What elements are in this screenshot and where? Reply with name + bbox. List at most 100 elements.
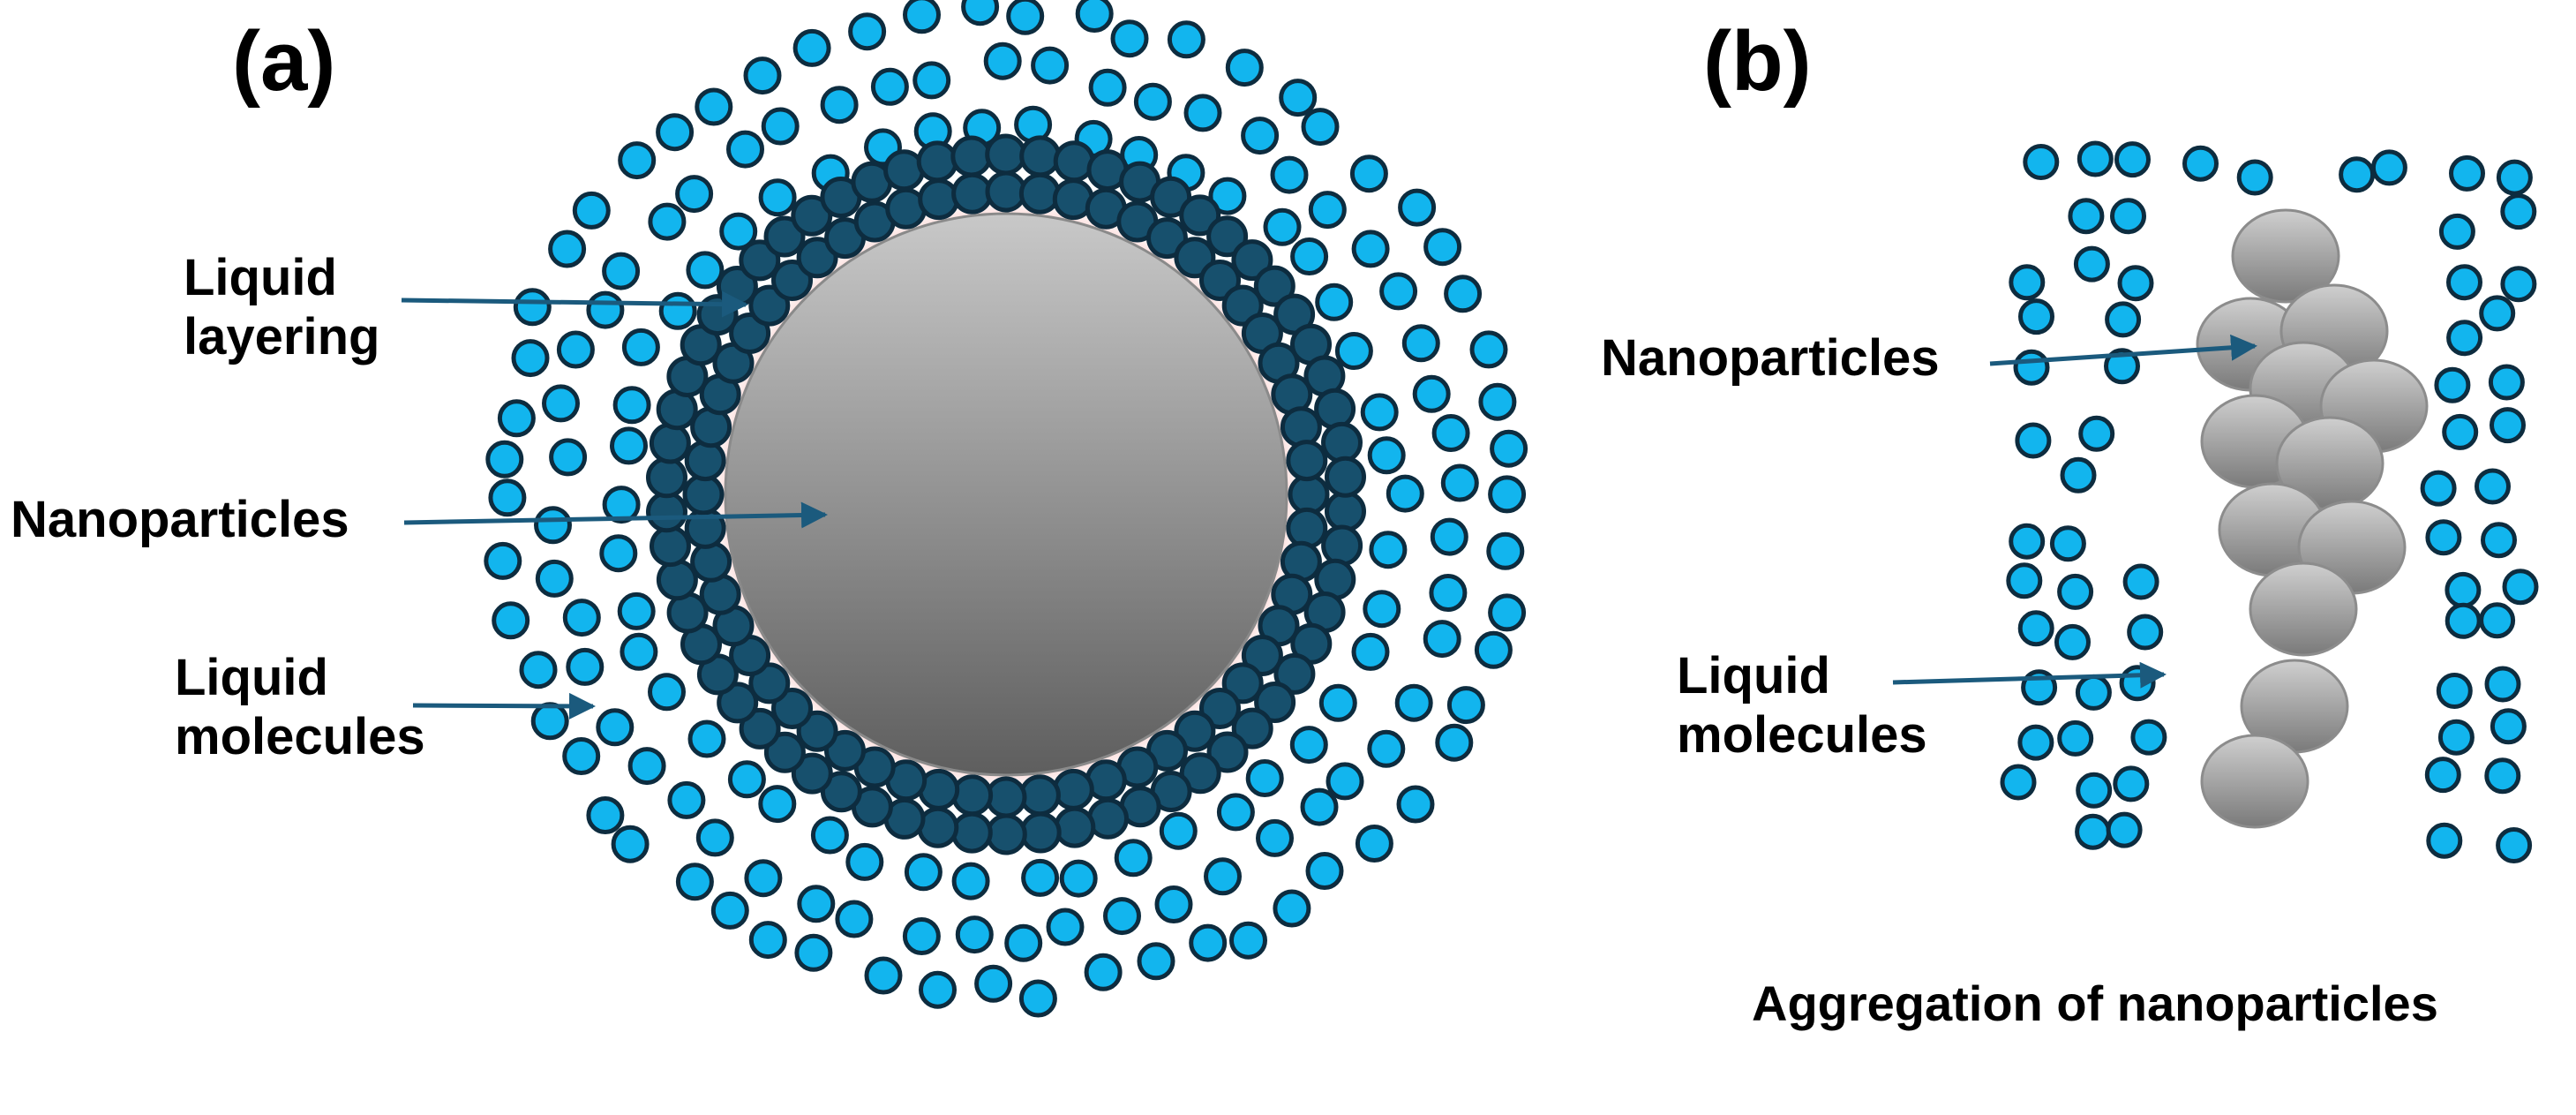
layer-molecule [1325, 490, 1366, 532]
liquid-molecule [1114, 839, 1153, 878]
liquid-molecule [1488, 593, 1527, 632]
liquid-molecule [1256, 818, 1294, 857]
liquid-molecule [1289, 726, 1328, 765]
liquid-molecule [919, 970, 957, 1009]
liquid-molecule [2017, 724, 2054, 761]
layer-molecule [791, 194, 833, 237]
layer-molecule [1087, 797, 1129, 840]
liquid-molecule [974, 964, 1013, 1003]
liquid-molecule [2018, 298, 2054, 335]
liquid-molecule [1263, 207, 1302, 246]
layer-molecule [1288, 473, 1330, 516]
liquid-molecule [2481, 522, 2517, 559]
liquid-molecule [1478, 382, 1517, 421]
layer-molecule [763, 731, 806, 773]
liquid-molecule [492, 601, 530, 640]
liquid-molecule [2049, 525, 2086, 562]
liquid-molecule [2015, 422, 2052, 459]
aggregation-caption: Aggregation of nanoparticles [1752, 976, 2438, 1031]
layer-molecule [1052, 768, 1094, 810]
liquid-molecule [1229, 921, 1267, 960]
liquid-molecule [695, 87, 733, 126]
layer-molecule [690, 540, 732, 583]
layer-molecule [791, 752, 833, 795]
layer-molecule [739, 707, 781, 750]
layer-molecule [748, 662, 791, 704]
liquid-molecule [2077, 140, 2114, 177]
layer-molecule [1221, 284, 1264, 327]
liquid-molecule [2106, 811, 2143, 848]
liquid-molecule [1431, 414, 1470, 452]
liquid-molecule [2105, 301, 2142, 338]
layer-molecule [1150, 176, 1192, 218]
liquid-molecule [675, 863, 714, 901]
liquid-molecule [519, 651, 558, 689]
liquid-molecule [758, 178, 797, 217]
layer-molecule [1018, 172, 1061, 215]
liquid-molecule [648, 202, 687, 241]
layer-molecule [1254, 682, 1296, 723]
liquid-molecule [687, 719, 726, 758]
liquid-molecule [2119, 665, 2156, 702]
layer-molecule [1280, 406, 1322, 448]
layer-molecule [771, 260, 813, 301]
liquid-molecule [548, 230, 587, 268]
liquid-molecule [835, 900, 874, 938]
liquid-molecule [2130, 719, 2167, 756]
liquid-molecule [1444, 275, 1483, 313]
liquid-molecule [1273, 889, 1311, 928]
liquid-molecule [667, 780, 706, 819]
arrow-liquid-molecules-b [1892, 661, 2167, 689]
liquid-molecule [2113, 765, 2150, 802]
liquid-molecule [1159, 811, 1198, 850]
liquid-molecule [820, 86, 859, 124]
liquid-molecule [562, 599, 601, 637]
liquid-molecule [2104, 348, 2140, 385]
liquid-molecule [1351, 632, 1390, 671]
liquid-molecule [1103, 897, 1141, 936]
layer-molecule [1054, 806, 1096, 848]
nanoparticle-small [2249, 561, 2358, 657]
liquid-molecule [602, 252, 641, 290]
layer-molecule [771, 688, 813, 729]
liquid-molecule [535, 559, 574, 598]
nanoparticle-large [724, 212, 1288, 777]
liquid-molecule [1326, 762, 1364, 801]
liquid-molecule [2436, 673, 2473, 709]
layer-molecule [682, 473, 725, 516]
liquid-molecule [848, 12, 887, 51]
nanoparticles-label-b: Nanoparticles [1601, 329, 1940, 387]
liquid-molecule [1367, 436, 1406, 475]
layer-molecule [951, 172, 994, 215]
liquid-molecule [1110, 19, 1149, 58]
panel-a-label: (a) [232, 14, 336, 109]
liquid-molecule [1059, 859, 1098, 898]
liquid-molecule [2075, 674, 2112, 711]
liquid-molecule [2075, 813, 2112, 850]
layer-molecule [1199, 260, 1241, 301]
liquid-molecule [562, 737, 601, 775]
liquid-molecule [599, 534, 638, 573]
liquid-molecule [1031, 46, 1070, 85]
liquid-molecule [2114, 141, 2151, 178]
layer-molecule [985, 133, 1027, 176]
liquid-molecule [1216, 793, 1255, 832]
liquid-molecule [1435, 723, 1474, 762]
liquid-molecule [2060, 456, 2097, 493]
liquid-molecule [2076, 772, 2113, 809]
liquid-molecule [1189, 923, 1228, 962]
layer-molecule [1221, 662, 1264, 704]
layer-molecule [1174, 237, 1216, 279]
liquid-molecule [1046, 908, 1085, 946]
nanoparticles-label-a: Nanoparticles [11, 491, 349, 548]
liquid-molecule [955, 915, 994, 954]
liquid-molecule [1396, 785, 1435, 824]
layer-molecule [985, 170, 1027, 213]
liquid-molecule [1208, 177, 1247, 215]
liquid-molecule [1367, 729, 1406, 768]
arrow-nanoparticle-b [1989, 334, 2257, 366]
layer-molecule [656, 559, 698, 601]
panel-b-label: (b) [1703, 14, 1812, 109]
liquid-molecule [748, 921, 787, 960]
liquid-molecule [658, 291, 697, 330]
